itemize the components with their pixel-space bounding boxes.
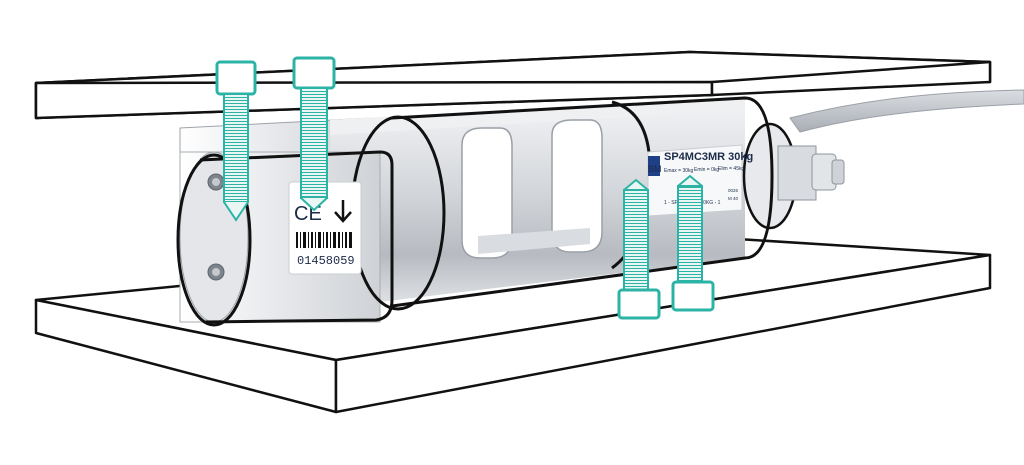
label-code-1: 0026 <box>728 188 739 193</box>
top-plate <box>34 50 992 120</box>
spec-emin: Emin = 0kg <box>694 167 719 173</box>
bottom-plate <box>34 234 992 414</box>
model-name: SP4MC3MR 30kg <box>664 151 753 163</box>
serial-sticker: CE 01458059 <box>288 181 362 275</box>
brand-fragment: BM <box>648 164 662 174</box>
label-code-2: M 40 <box>728 196 739 201</box>
top-bolt-left <box>215 60 257 222</box>
spec-elim: Elim = 45kg <box>718 166 744 172</box>
cable <box>789 89 1024 133</box>
barcode <box>296 232 352 248</box>
bottom-bolt-left <box>617 178 661 320</box>
serial-number: 01458059 <box>297 254 355 268</box>
spec-emax: Emax = 30kg <box>664 168 694 174</box>
down-arrow-icon <box>334 200 352 223</box>
bottom-bolt-right <box>671 174 715 312</box>
top-bolt-right <box>292 56 336 212</box>
brand-logo <box>648 156 660 176</box>
